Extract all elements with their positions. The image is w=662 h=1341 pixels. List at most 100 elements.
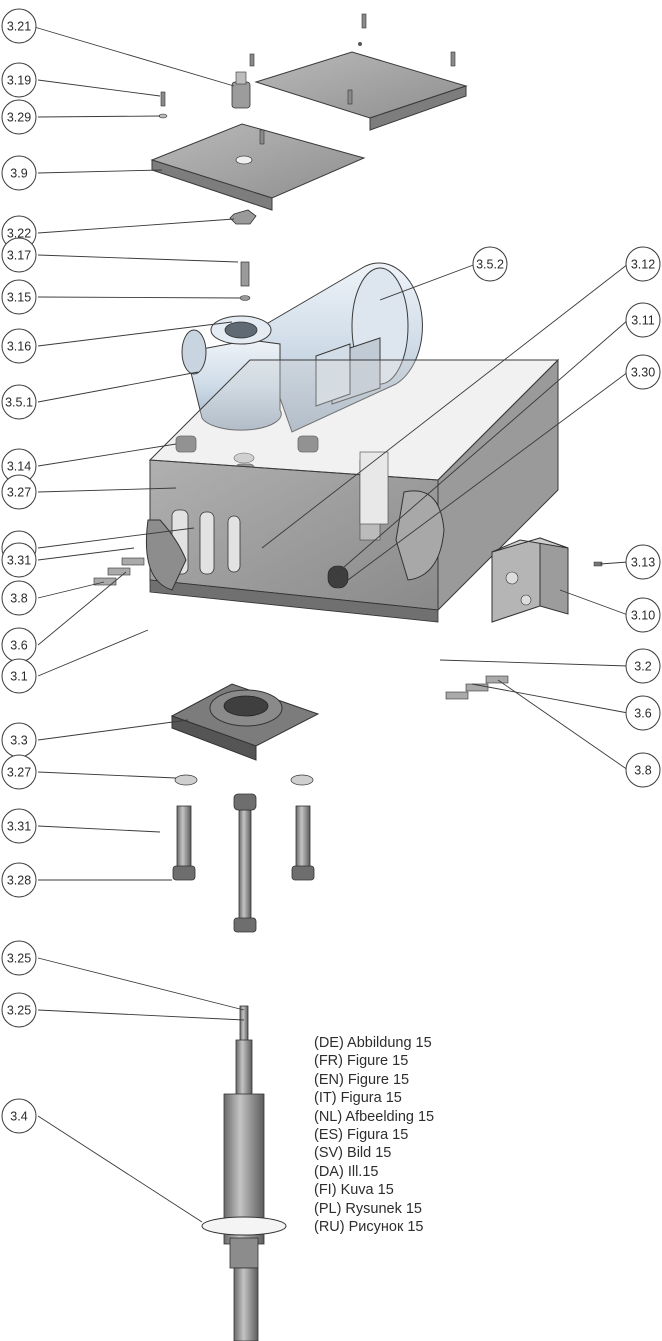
- rotation-plate-3-2: [395, 490, 445, 581]
- flange-bearing-3-3-bottom: [170, 683, 320, 761]
- callout-label: 3.29: [7, 111, 31, 125]
- bolts-3-8: [93, 557, 509, 700]
- callout-circle: [625, 695, 661, 731]
- lid-plate-left-3-9: [150, 123, 366, 211]
- callout-label: 3.8: [10, 592, 27, 606]
- callout-circle: [1, 99, 37, 135]
- screw-3-19: [160, 91, 166, 107]
- callout-3-29: 3.29: [1, 99, 37, 135]
- callout-label: 3.27: [7, 766, 31, 780]
- motor-bracket-3-6: [145, 519, 187, 591]
- callout-circle: [1, 658, 37, 694]
- pole-tube: [229, 1237, 259, 1341]
- callout-3-9: 3.9: [1, 155, 37, 191]
- caption-ru: (RU) Рисунок 15: [314, 1219, 424, 1236]
- callout-circle: [1, 8, 37, 44]
- washer-3-27-bottom: [174, 774, 198, 786]
- callout-3-10: 3.10: [625, 597, 661, 633]
- callout-circle: [1, 862, 37, 898]
- nut-3-22: [229, 209, 257, 225]
- callout-label: 3.21: [7, 20, 31, 34]
- callout-label: 3.15: [7, 291, 31, 305]
- callout-circle: [1, 940, 37, 976]
- callout-label: 3.5.1: [5, 396, 33, 410]
- callout-label: 3.9: [10, 167, 27, 181]
- callout-circle: [625, 648, 661, 684]
- caption-es: (ES) Figura 15: [314, 1127, 409, 1144]
- caption-de: (DE) Abbildung 15: [314, 1035, 432, 1051]
- caption-pl: (PL) Rysunek 15: [314, 1200, 422, 1217]
- callout-circle: [625, 597, 661, 633]
- callout-label: 3.25: [7, 1004, 31, 1018]
- callout-label: 3.17: [7, 249, 31, 263]
- callout-3-2: 3.2: [625, 648, 661, 684]
- callout-3-16: 3.16: [1, 328, 37, 364]
- callout-3-19: 3.19: [1, 62, 37, 98]
- lid-plate-right: [249, 13, 468, 131]
- callout-label: 3.1: [10, 670, 27, 684]
- callout-label: 3.8: [634, 764, 651, 778]
- callout-3-5-2: 3.5.2: [472, 246, 508, 282]
- callout-3-6: 3.6: [1, 627, 37, 663]
- callout-circle: [625, 354, 661, 390]
- callout-circle: [1, 237, 37, 273]
- caption-en: (EN) Figure 15: [314, 1071, 410, 1088]
- callout-3-13: 3.13: [625, 544, 661, 580]
- callout-circle: [1, 62, 37, 98]
- washer-3-15: [239, 295, 251, 301]
- drive-shaft-3-25: [223, 1005, 265, 1245]
- callout-circle: [625, 752, 661, 788]
- caption-da: (DA) Ill.15: [314, 1163, 379, 1180]
- callout-circle: [1, 992, 37, 1028]
- callout-3-31: 3.31: [1, 542, 37, 578]
- callout-label: 3.25: [7, 952, 31, 966]
- callout-3-5-1: 3.5.1: [1, 384, 37, 420]
- callout-label: 3.5.2: [476, 258, 504, 272]
- caption-it: (IT) Figura 15: [314, 1090, 402, 1107]
- cover-disc-3-4: [201, 1216, 287, 1236]
- cable-gland-3-21: [231, 71, 251, 109]
- callout-circle: [1, 1098, 37, 1134]
- callout-3-3: 3.3: [1, 722, 37, 758]
- callout-3-8: 3.8: [1, 580, 37, 616]
- callout-3-12: 3.12: [625, 246, 661, 282]
- callout-label: 3.19: [7, 74, 31, 88]
- callout-circle: [1, 542, 37, 578]
- callout-circle: [1, 384, 37, 420]
- cam-switches-3-11: [327, 451, 389, 589]
- callout-circle: [625, 544, 661, 580]
- callout-circle: [1, 754, 37, 790]
- washer-3-29: [158, 113, 168, 119]
- callout-label: 3.27: [7, 486, 31, 500]
- callout-3-17: 3.17: [1, 237, 37, 273]
- studs-3-28: [172, 793, 315, 933]
- callout-3-27: 3.27: [1, 474, 37, 510]
- callout-3-25: 3.25: [1, 940, 37, 976]
- callout-label: 3.16: [7, 340, 31, 354]
- callout-label: 3.31: [7, 820, 31, 834]
- callout-label: 3.6: [10, 639, 27, 653]
- callout-label: 3.12: [631, 258, 655, 272]
- callout-3-15: 3.15: [1, 279, 37, 315]
- callout-3-31: 3.31: [1, 808, 37, 844]
- callout-3-25: 3.25: [1, 992, 37, 1028]
- figure-caption-list: (DE) Abbildung 15 (FR) Figure 15 (EN) Fi…: [314, 1034, 654, 1236]
- callout-circle: [1, 580, 37, 616]
- callout-3-14: 3.14: [1, 448, 37, 484]
- callout-label: 3.14: [7, 460, 31, 474]
- callout-3-4: 3.4: [1, 1098, 37, 1134]
- junction-box-3-10: [491, 537, 569, 623]
- callout-circle: [1, 328, 37, 364]
- callout-3-30: 3.30: [625, 354, 661, 390]
- callout-label: 3.13: [631, 556, 655, 570]
- caption-nl: (NL) Afbeelding 15: [314, 1108, 435, 1125]
- caption-fi: (FI) Kuva 15: [314, 1182, 394, 1199]
- callout-circle: [1, 155, 37, 191]
- callout-label: 3.10: [631, 609, 655, 623]
- callout-3-8: 3.8: [625, 752, 661, 788]
- callout-circle: [625, 246, 661, 282]
- callout-3-21: 3.21: [1, 8, 37, 44]
- callout-circle: [1, 808, 37, 844]
- washer-3-27-bottom-right: [290, 774, 314, 786]
